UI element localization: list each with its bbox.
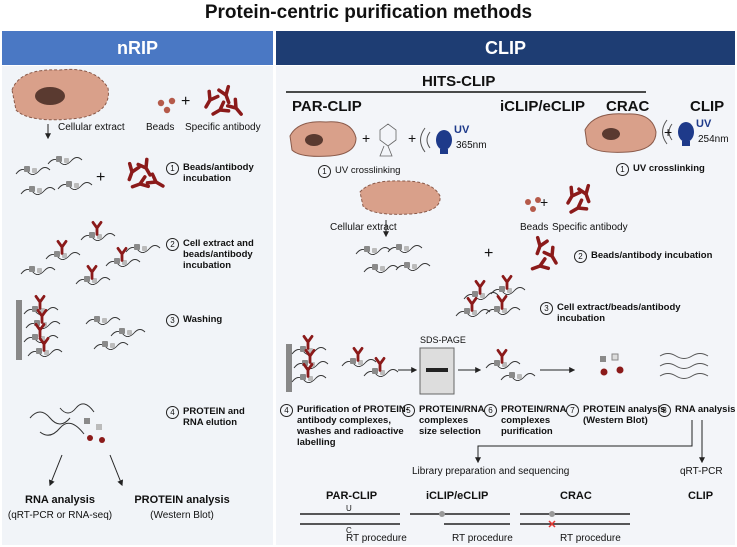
nrip-washing-column bbox=[16, 296, 146, 360]
bottom-method-clip: CLIP bbox=[688, 490, 714, 502]
nrip-protein-analysis: PROTEIN analysis bbox=[134, 494, 230, 506]
nrip-plus-step1: + bbox=[96, 169, 106, 186]
clip-beads-icon bbox=[525, 197, 541, 212]
clip-cellular-extract-label: Cellular extract bbox=[330, 222, 397, 233]
rt-procedure-iclip: RT procedure bbox=[452, 533, 513, 544]
nrip-beads-icon bbox=[157, 97, 176, 114]
clip-cell-illustration bbox=[584, 113, 657, 153]
nrip-antibody-icon bbox=[199, 84, 247, 121]
sds-page-gel bbox=[419, 347, 455, 395]
crac-rt-diagram bbox=[520, 511, 630, 528]
clip-extract-cell bbox=[359, 180, 441, 215]
u-label: U bbox=[346, 504, 352, 513]
nrip-rna-complexes bbox=[15, 155, 93, 196]
parclip-plus-1: + bbox=[362, 130, 371, 146]
crac-title: CRAC bbox=[606, 98, 650, 115]
clip-complexes-with-antibody bbox=[456, 276, 525, 316]
iclip-rt-diagram bbox=[410, 511, 510, 525]
nrip-plus-top: + bbox=[181, 93, 191, 110]
clip-beads-label: Beads bbox=[520, 222, 549, 233]
arrow-library bbox=[475, 420, 693, 464]
nrip-protein-analysis-sub: (Western Blot) bbox=[150, 510, 214, 521]
uv-254nm: 254nm bbox=[698, 134, 729, 145]
clip-plus-uv: + bbox=[664, 124, 673, 140]
bottom-method-parclip: PAR-CLIP bbox=[326, 490, 378, 502]
nrip-beads-label: Beads bbox=[146, 122, 175, 133]
sds-page-label: SDS-PAGE bbox=[420, 335, 466, 345]
nrip-elution bbox=[29, 403, 105, 443]
clip-title: CLIP bbox=[690, 98, 725, 115]
nrip-panel bbox=[2, 66, 273, 545]
nrip-cellular-extract-label: Cellular extract bbox=[58, 122, 125, 133]
clip-header: CLIP bbox=[276, 31, 735, 65]
uv-label-365: UV bbox=[454, 124, 470, 136]
nrip-antibody-label: Specific antibody bbox=[185, 122, 261, 133]
nrip-arrow-rna bbox=[48, 454, 63, 487]
clip-column-complexes bbox=[286, 336, 398, 392]
parclip-title: PAR-CLIP bbox=[292, 98, 362, 115]
clip-antibody-pair bbox=[529, 235, 563, 276]
rt-procedure-crac: RT procedure bbox=[560, 533, 621, 544]
nrip-complexes-with-antibody bbox=[20, 222, 161, 284]
nrip-arrow-protein bbox=[109, 454, 124, 487]
uv-label-254: UV bbox=[696, 118, 712, 130]
parclip-cell-illustration bbox=[289, 121, 357, 157]
clip-antibody-icon bbox=[561, 183, 596, 219]
purified-complexes bbox=[486, 350, 536, 382]
hits-clip-title: HITS-CLIP bbox=[422, 73, 496, 90]
rt-procedure-parclip: RT procedure bbox=[346, 533, 407, 544]
qrt-pcr-label: qRT-PCR bbox=[680, 466, 723, 477]
clip-plus-beads: + bbox=[540, 194, 549, 210]
nrip-antibody-pair bbox=[122, 157, 168, 194]
clip-antibody-label: Specific antibody bbox=[552, 222, 628, 233]
parclip-rt-diagram bbox=[300, 513, 400, 525]
uv-365-bulb-icon bbox=[420, 127, 452, 154]
clip-plus-extract: + bbox=[484, 245, 494, 262]
library-prep-label: Library preparation and sequencing bbox=[412, 466, 570, 477]
clip-rna-complexes bbox=[355, 243, 431, 274]
figure-title: Protein-centric purification methods bbox=[204, 2, 533, 23]
nrip-rna-analysis-sub: (qRT-PCR or RNA-seq) bbox=[7, 510, 113, 521]
c-label: C bbox=[346, 526, 352, 535]
nucleoside-structure bbox=[379, 123, 397, 157]
uv-365nm: 365nm bbox=[456, 140, 487, 151]
parclip-plus-2: + bbox=[408, 130, 417, 146]
iclip-title: iCLIP/eCLIP bbox=[500, 98, 586, 115]
nrip-cell-illustration bbox=[11, 68, 109, 121]
nrip-header: nRIP bbox=[2, 31, 273, 65]
uv-254-bulb-icon bbox=[662, 119, 694, 146]
rna-analysis-icon bbox=[659, 353, 709, 379]
nrip-rna-analysis: RNA analysis bbox=[25, 494, 95, 506]
protein-analysis-icon bbox=[600, 353, 624, 376]
bottom-method-crac: CRAC bbox=[560, 490, 592, 502]
bottom-method-iclip: iCLIP/eCLIP bbox=[426, 490, 489, 502]
